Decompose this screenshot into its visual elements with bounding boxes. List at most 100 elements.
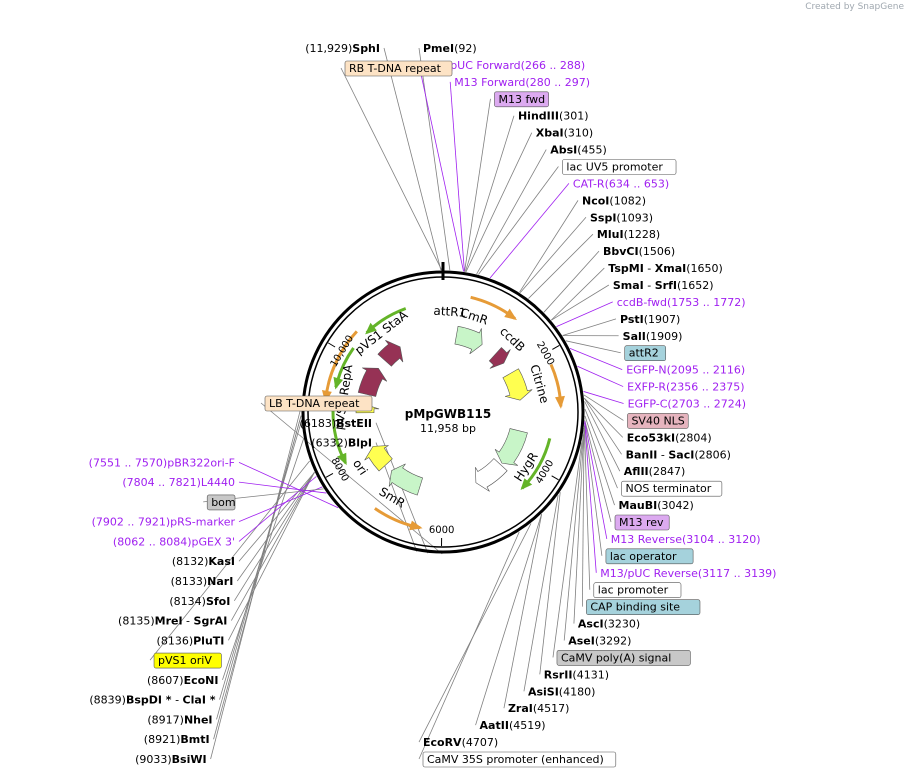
label-econi: (8607)EcoNI xyxy=(147,674,218,687)
feature-label-bom: bom xyxy=(211,496,235,509)
label-nari: (8133)NarI xyxy=(171,575,234,588)
label-position: (1909) xyxy=(646,330,683,343)
label-position: (9033) xyxy=(135,753,172,766)
label-name: pGEX 3' xyxy=(191,535,235,548)
feature-box-sv40-nls xyxy=(627,413,689,429)
feature-box-lac-uv5-promoter xyxy=(562,159,677,175)
label-position: (301) xyxy=(559,110,589,123)
leader-line-sspi xyxy=(519,217,587,294)
leader-line-bspdi xyxy=(219,421,302,700)
label-text-m13-puc-reverse: M13/pUC Reverse(3117 .. 3139) xyxy=(600,567,776,580)
label-text-sali: SalI(1909) xyxy=(623,330,683,343)
leader-line-aflii xyxy=(584,401,621,472)
label-position: (1753 .. 1772) xyxy=(667,296,746,309)
label-position: (92) xyxy=(454,42,477,55)
label-position: (280 .. 297) xyxy=(525,76,590,89)
label-text-m13-reverse: M13 Reverse(3104 .. 3120) xyxy=(611,533,761,546)
label-position: (8839) xyxy=(89,694,126,707)
label-text-bbvci: BbvCI(1506) xyxy=(603,245,675,258)
label-m13-rev: M13 rev xyxy=(614,514,670,531)
leader-line-smai xyxy=(551,284,610,321)
label-text-pgex-3: (8062 .. 8084)pGEX 3' xyxy=(113,535,235,548)
leader-line-mrei xyxy=(231,472,315,621)
label-nos-terminator: NOS terminator xyxy=(621,480,723,497)
label-text-m13-forward: M13 Forward(280 .. 297) xyxy=(454,76,590,89)
label-text-cat-r: CAT-R(634 .. 653) xyxy=(573,177,669,190)
leader-line-ccdb-fwd xyxy=(556,301,613,327)
label-text-bmti: (8921)BmtI xyxy=(144,733,210,746)
label-banii: BanII - SacI(2806) xyxy=(626,448,731,461)
label-position: (4131) xyxy=(572,668,609,681)
feature-label-sv40-nls: SV40 NLS xyxy=(631,414,684,427)
feature-label-cap-binding-site: CAP binding site xyxy=(590,601,680,614)
label-position: (4517) xyxy=(533,702,570,715)
label-m13-forward: M13 Forward(280 .. 297) xyxy=(454,76,590,89)
label-position: (8917) xyxy=(147,713,184,726)
label-position: (2356 .. 2375) xyxy=(666,381,745,394)
label-position: (4707) xyxy=(462,736,499,749)
label-position: (3230) xyxy=(604,618,641,631)
orf-arrowhead-6 xyxy=(333,376,344,390)
label-name: M13 Forward xyxy=(454,76,525,89)
feature-label-lac-uv5-promoter: lac UV5 promoter xyxy=(566,161,663,174)
label-name-2: SrfI xyxy=(655,279,677,292)
label-mrei: (8135)MreI - SgrAI xyxy=(118,615,227,628)
leader-line-pbr322ori-f xyxy=(238,461,339,509)
feature-label-pvs1-oriv: pVS1 oriV xyxy=(158,654,212,667)
label-position: (266 .. 288) xyxy=(521,59,586,72)
leader-line-aatii xyxy=(475,514,542,726)
label-position: (3042) xyxy=(657,499,694,512)
label-text-mrei: (8135)MreI - SgrAI xyxy=(118,615,227,628)
label-asci: AscI(3230) xyxy=(578,618,640,631)
snapgene-credit: Created by SnapGene xyxy=(805,2,904,12)
label-text-asisi: AsiSI(4180) xyxy=(528,685,595,698)
label-rsrii: RsrII(4131) xyxy=(544,668,609,681)
orf-arrowhead-1 xyxy=(555,395,565,409)
label-text-sspi: SspI(1093) xyxy=(590,211,653,224)
leader-line-pmei xyxy=(418,47,451,271)
label-maubi: MauBI(3042) xyxy=(619,499,694,512)
label-name: PstI xyxy=(620,313,644,326)
label-name: RsrII xyxy=(544,668,573,681)
label-name: AflII xyxy=(624,465,649,478)
label-position: (1650) xyxy=(686,262,723,275)
label-position: (455) xyxy=(577,144,607,157)
label-eco53ki: Eco53kI(2804) xyxy=(627,431,712,444)
orf-arrowhead-0 xyxy=(504,308,517,321)
label-position: (2847) xyxy=(649,465,686,478)
feature-box-attr2 xyxy=(624,345,667,362)
label-camv-poly-a-signal: CaMV poly(A) signal xyxy=(556,650,691,666)
plasmid-length: 11,958 bp xyxy=(420,422,476,435)
feature-label-lb-t-dna-repeat: LB T-DNA repeat xyxy=(269,397,360,410)
label-position: (7902 .. 7921) xyxy=(92,516,171,529)
label-name: M13 Reverse xyxy=(611,533,682,546)
label-text-mlui: MluI(1228) xyxy=(597,228,660,241)
label-name: EGFP-C xyxy=(628,398,668,411)
feature-label-nos-terminator: NOS terminator xyxy=(625,482,711,495)
label-text-tspmi: TspMI - XmaI(1650) xyxy=(608,262,723,275)
leader-line-ncoi xyxy=(519,200,579,293)
label-position: (3117 .. 3139) xyxy=(698,567,777,580)
label-position: (2095 .. 2116) xyxy=(667,364,746,377)
label-lb-t-dna-repeat: LB T-DNA repeat xyxy=(264,395,373,412)
label-text-exfp-r: EXFP-R(2356 .. 2375) xyxy=(627,381,744,394)
label-name: ccdB-fwd xyxy=(617,296,667,309)
leader-line-econi xyxy=(222,438,304,681)
label-position: (1093) xyxy=(616,211,653,224)
label-text-prs-marker: (7902 .. 7921)pRS-marker xyxy=(92,516,236,529)
label-name: AatII xyxy=(480,719,509,732)
leader-line-m13-rev xyxy=(584,420,612,523)
label-sfoi: (8134)SfoI xyxy=(169,595,230,608)
leader-line-lac-uv5-promoter xyxy=(478,166,559,275)
label-name: ZraI xyxy=(508,702,533,715)
label-aatii: AatII(4519) xyxy=(480,719,546,732)
leader-line-maubi xyxy=(584,415,615,506)
leader-line-nhei xyxy=(216,415,302,720)
label-blpi: (6332)BlpI xyxy=(311,437,372,450)
leader-line-rb-t-dna-repeat xyxy=(340,67,443,271)
label-m13-fwd: M13 fwd xyxy=(494,91,549,108)
label-position: (3104 .. 3120) xyxy=(682,533,761,546)
label-position: (7551 .. 7570) xyxy=(89,456,168,469)
label-position: (1228) xyxy=(624,228,661,241)
label-text-kasi: (8132)KasI xyxy=(172,555,235,568)
